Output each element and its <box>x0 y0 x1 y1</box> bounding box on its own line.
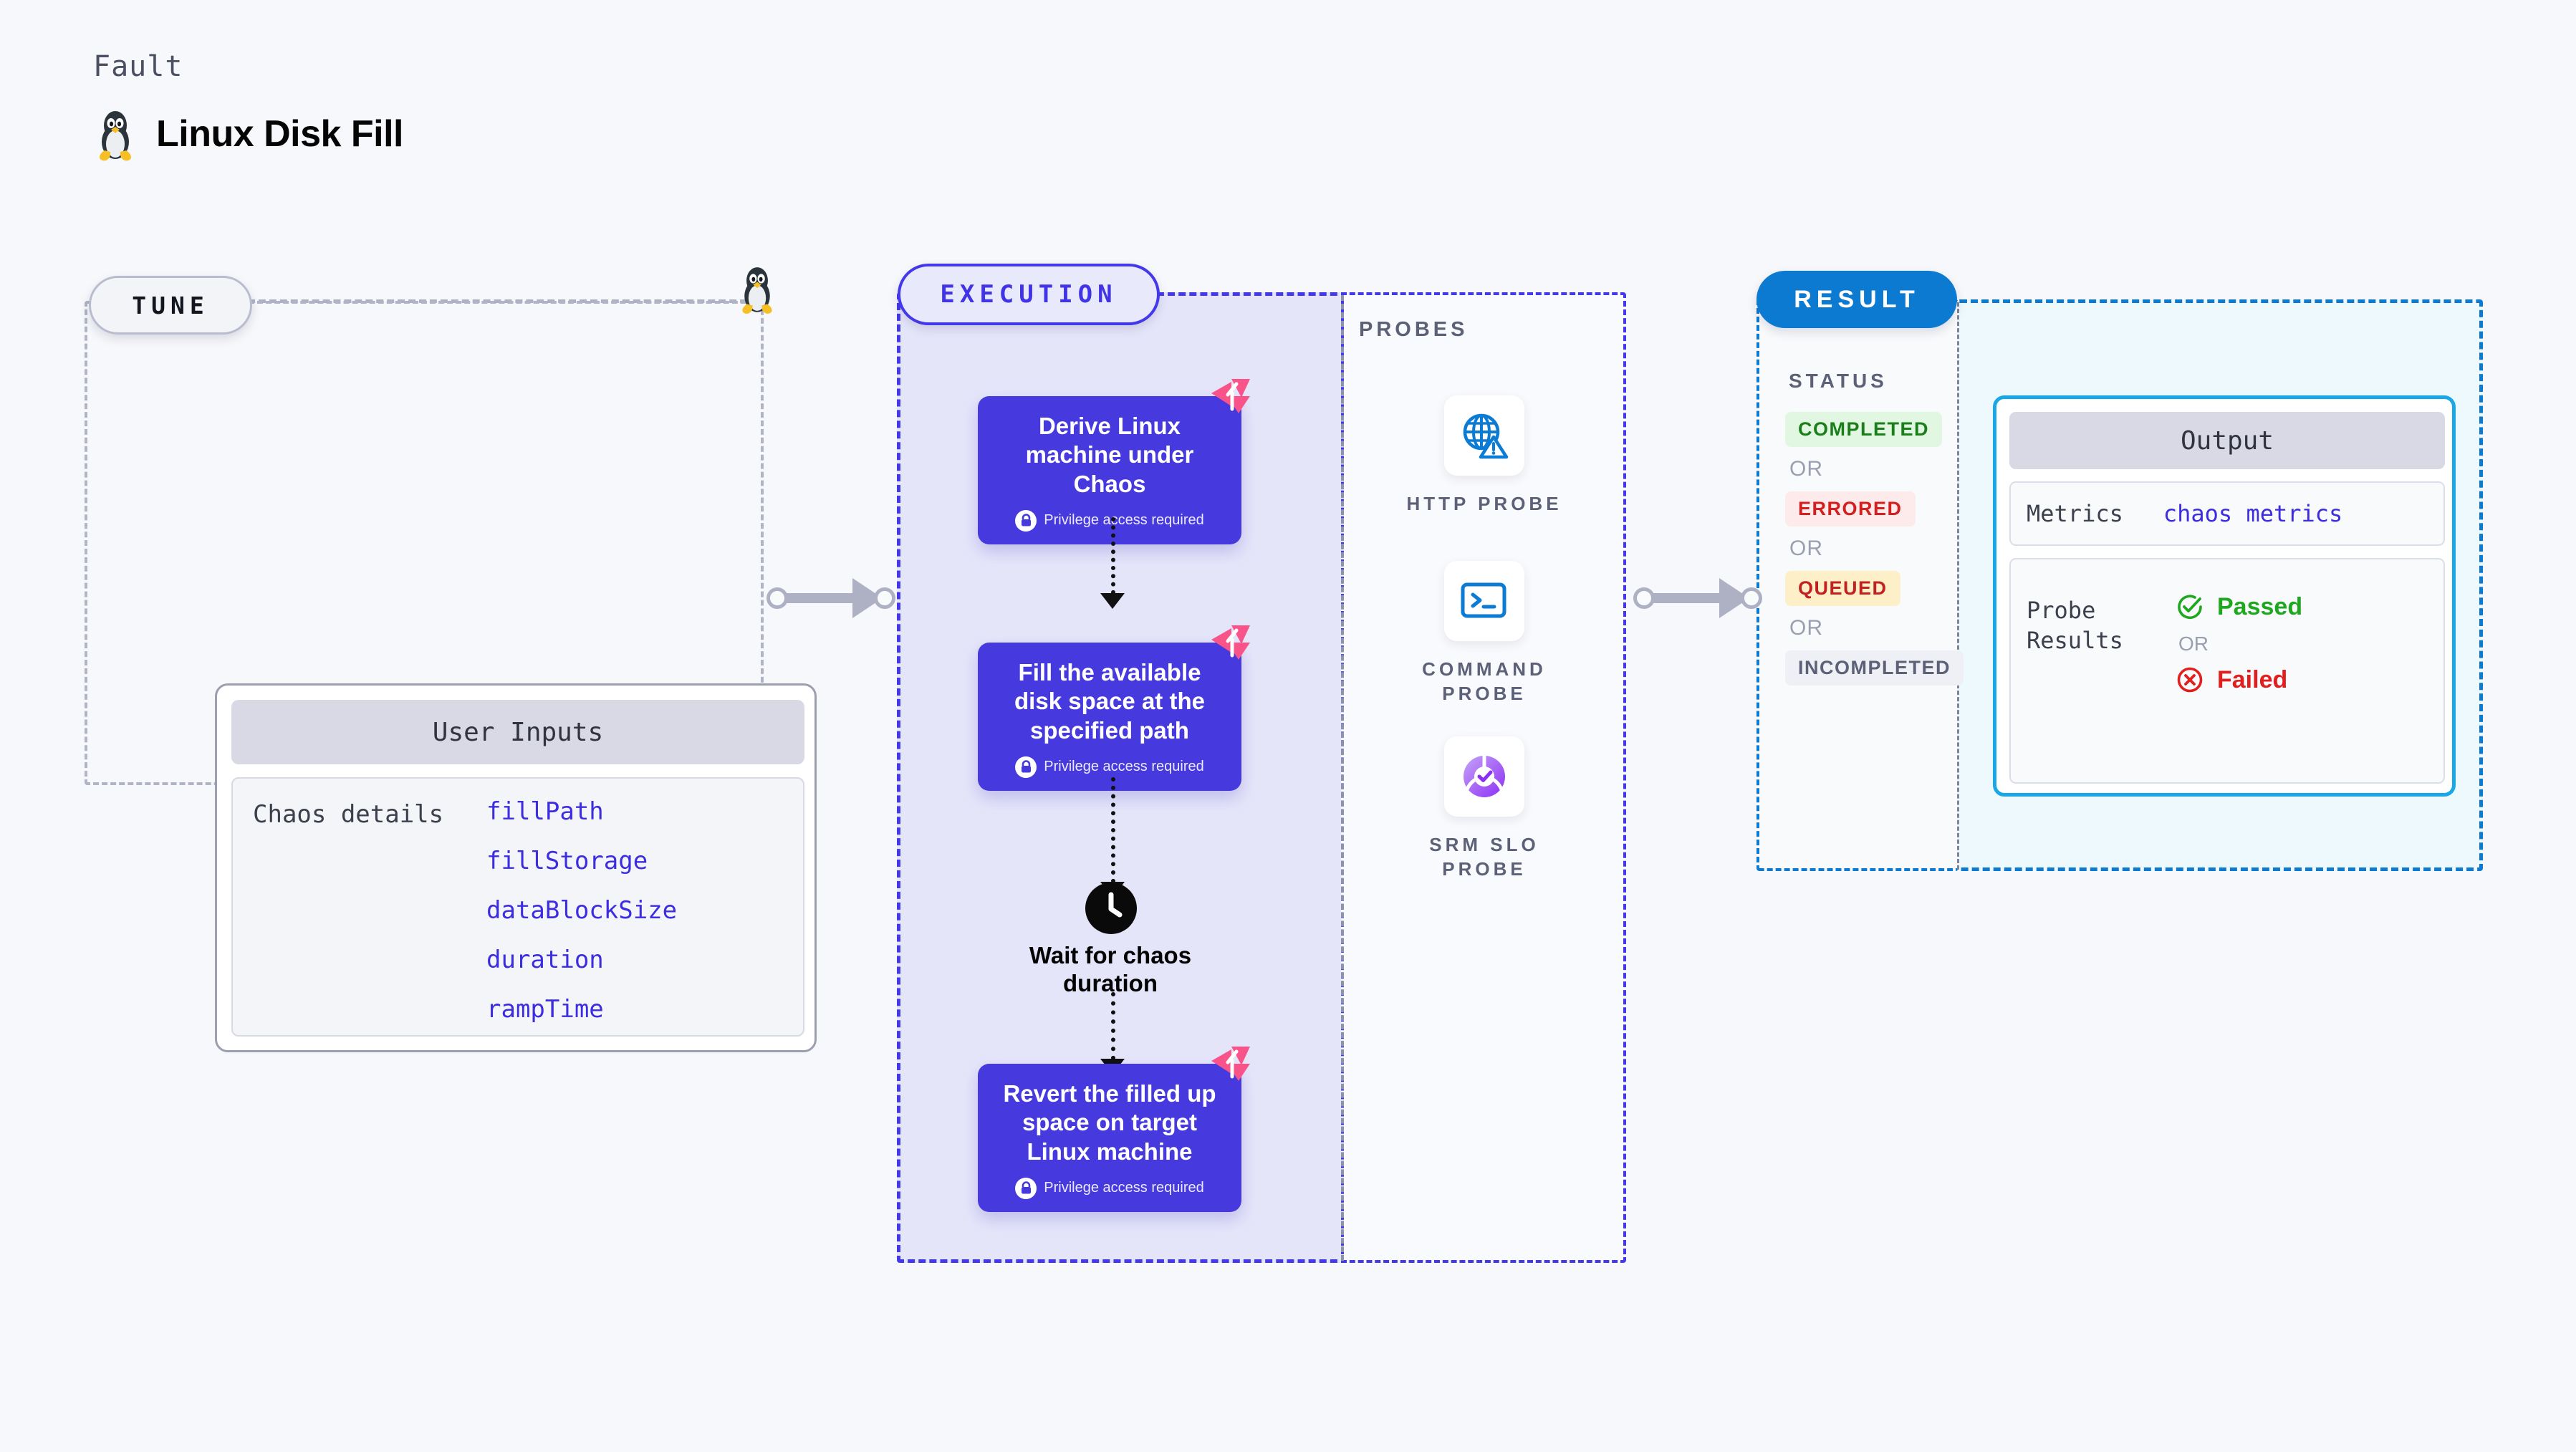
lock-icon <box>1015 756 1037 778</box>
probe-http[interactable]: HTTP PROBE <box>1384 395 1585 516</box>
step-title: Revert the filled up space on target Lin… <box>1003 1080 1216 1165</box>
slo-donut-check-icon <box>1464 756 1505 797</box>
probe-result-failed: Failed <box>2176 665 2302 694</box>
wait-node-label: Wait for chaos duration <box>1029 942 1192 996</box>
status-or-1: OR <box>1789 457 1823 481</box>
x-circle-icon <box>2177 667 2203 693</box>
param-fillstorage[interactable]: fillStorage <box>486 847 648 875</box>
linux-penguin-marker-icon <box>742 267 772 314</box>
connector-arrow-execution-to-result <box>1626 566 1769 630</box>
privilege-text: Privilege access required <box>1044 512 1204 529</box>
arrow-start-dot <box>766 587 788 609</box>
probe-label: HTTP PROBE <box>1406 493 1562 514</box>
step-title: Derive Linux machine under Chaos <box>1025 413 1194 497</box>
page-header: Fault Linux Disk Fill <box>93 50 404 162</box>
step-connector-arrowhead-1 <box>1100 593 1125 609</box>
privilege-text: Privilege access required <box>1044 1180 1204 1196</box>
metrics-key: Metrics <box>2027 500 2123 527</box>
param-datablocksize[interactable]: dataBlockSize <box>486 896 678 925</box>
clock-icon <box>1085 883 1137 934</box>
globe-warning-icon <box>1463 413 1509 459</box>
step-connector-1 <box>1111 517 1115 595</box>
probe-icon-tile <box>1444 736 1524 817</box>
lock-icon <box>1015 1177 1037 1199</box>
passed-label: Passed <box>2217 592 2303 620</box>
param-fillpath[interactable]: fillPath <box>486 797 604 826</box>
probe-icon-tile <box>1444 561 1524 641</box>
probe-result-passed: Passed <box>2176 592 2302 621</box>
tune-pill-label[interactable]: TUNE <box>89 276 252 335</box>
param-duration[interactable]: duration <box>486 946 604 974</box>
title-row: Linux Disk Fill <box>93 106 404 162</box>
tune-card: User Inputs Chaos details fillPath fillS… <box>215 683 817 1052</box>
status-or-3: OR <box>1789 616 1823 640</box>
linux-penguin-icon <box>100 111 131 161</box>
status-badge-queued: QUEUED <box>1785 571 1900 606</box>
connector-arrow-tune-to-execution <box>759 566 903 630</box>
probe-icon-tile <box>1444 395 1524 476</box>
step-title: Fill the available disk space at the spe… <box>1014 659 1205 744</box>
output-header: Output <box>2009 412 2445 469</box>
metrics-value[interactable]: chaos metrics <box>2163 500 2343 527</box>
harness-badge-icon <box>1211 379 1250 413</box>
status-label: STATUS <box>1789 370 1888 392</box>
probe-result-or: OR <box>2178 633 2209 655</box>
result-pill-label[interactable]: RESULT <box>1756 271 1957 328</box>
privilege-text: Privilege access required <box>1044 759 1204 775</box>
result-divider <box>1957 302 1959 870</box>
status-or-2: OR <box>1789 537 1823 560</box>
chaos-details-label: Chaos details <box>253 800 444 829</box>
status-badge-completed: COMPLETED <box>1785 412 1943 447</box>
step-privilege-note: Privilege access required <box>992 1177 1227 1199</box>
probes-divider <box>1341 295 1344 1261</box>
step-privilege-note: Privilege access required <box>992 509 1227 532</box>
check-circle-icon <box>2178 595 2202 620</box>
probe-label: SRM SLO PROBE <box>1429 834 1539 880</box>
lock-icon <box>1015 509 1037 532</box>
execution-step-derive-machine[interactable]: Derive Linux machine under Chaos Privile… <box>978 379 1250 544</box>
chaos-param-list: fillPath fillStorage dataBlockSize durat… <box>486 797 677 1024</box>
page-title: Linux Disk Fill <box>156 113 404 155</box>
arrow-end-dot <box>874 587 895 609</box>
fault-label: Fault <box>93 50 183 83</box>
step-connector-3 <box>1111 992 1115 1060</box>
harness-badge-icon <box>1211 1047 1250 1081</box>
param-ramptime[interactable]: rampTime <box>486 995 604 1024</box>
probes-label: PROBES <box>1359 318 1469 341</box>
status-chip-list: COMPLETED OR ERRORED OR QUEUED OR INCOMP… <box>1785 412 1964 686</box>
probe-srm-slo[interactable]: SRM SLO PROBE <box>1384 736 1585 882</box>
arrow-start-dot <box>1633 587 1655 609</box>
status-badge-errored: ERRORED <box>1785 491 1916 527</box>
execution-step-fill-disk[interactable]: Fill the available disk space at the spe… <box>978 625 1250 791</box>
user-inputs-header: User Inputs <box>231 700 804 764</box>
tune-section-container: User Inputs Chaos details fillPath fillS… <box>85 301 817 1052</box>
step-connector-2 <box>1111 777 1115 883</box>
terminal-icon <box>1461 582 1506 618</box>
arrow-end-dot <box>1741 587 1762 609</box>
probe-command[interactable]: COMMAND PROBE <box>1384 561 1585 706</box>
execution-step-revert-space[interactable]: Revert the filled up space on target Lin… <box>978 1047 1250 1212</box>
harness-badge-icon <box>1211 625 1250 660</box>
probe-label: COMMAND PROBE <box>1422 658 1547 705</box>
step-privilege-note: Privilege access required <box>992 756 1227 778</box>
status-badge-incompleted: INCOMPLETED <box>1785 650 1964 686</box>
failed-label: Failed <box>2217 665 2288 693</box>
execution-pill-label[interactable]: EXECUTION <box>898 264 1160 325</box>
chaos-details-panel: Chaos details fillPath fillStorage dataB… <box>231 777 804 1037</box>
metrics-row: Metrics chaos metrics <box>2009 481 2445 546</box>
probe-results-values: Passed OR Failed <box>2176 592 2302 694</box>
